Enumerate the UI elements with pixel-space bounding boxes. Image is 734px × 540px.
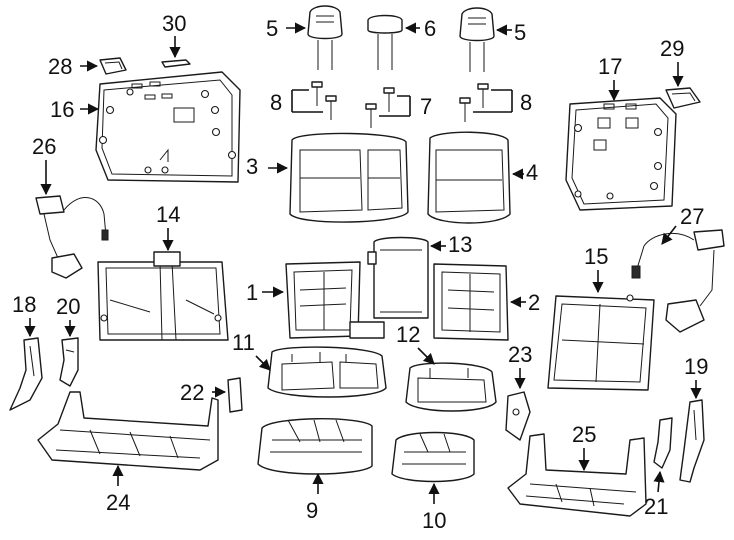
- part-21-bracket: [653, 417, 673, 469]
- callout-4: 4: [526, 160, 538, 185]
- callout-18: 18: [12, 292, 36, 317]
- part-10-seat-bottom: [391, 431, 475, 483]
- part-19-trim: [679, 399, 705, 483]
- callout-7: 7: [420, 94, 432, 119]
- part-29-pad: [665, 87, 701, 109]
- leader-11: [255, 355, 271, 371]
- part-9-seat-bottom: [257, 418, 373, 475]
- callout-13: 13: [448, 232, 472, 257]
- callout-22: 22: [180, 380, 204, 405]
- callout-8-right: 8: [520, 90, 532, 115]
- part-14-frame: [97, 251, 229, 341]
- part-22-cover: [227, 377, 243, 413]
- callout-2: 2: [528, 290, 540, 315]
- callout-29: 29: [660, 36, 684, 61]
- leader-8-left-bracket: [291, 89, 323, 113]
- part-4-back-cushion: [427, 131, 511, 224]
- callout-16: 16: [50, 97, 74, 122]
- part-25-seat-frame: [507, 433, 647, 517]
- part-28-pad: [99, 57, 127, 75]
- part-30-clip: [161, 59, 191, 68]
- callout-25: 25: [572, 422, 596, 447]
- callout-15: 15: [584, 244, 608, 269]
- part-20-bracket: [59, 337, 79, 387]
- callout-10: 10: [422, 508, 446, 533]
- part-12-seat-cushion: [405, 362, 497, 412]
- callout-5-right: 5: [514, 20, 526, 45]
- callout-26: 26: [32, 134, 56, 159]
- callout-8-left: 8: [270, 90, 282, 115]
- callout-1: 1: [246, 280, 258, 305]
- part-8-bolts-left: [311, 81, 337, 120]
- part-18-trim: [9, 337, 43, 411]
- callout-5-left: 5: [266, 16, 278, 41]
- leader-21: [653, 470, 665, 493]
- callout-24: 24: [106, 490, 130, 515]
- callout-30: 30: [162, 11, 186, 36]
- part-11-seat-cushion: [267, 346, 387, 398]
- part-24-seat-frame: [37, 391, 219, 471]
- callout-19: 19: [684, 354, 708, 379]
- callout-20: 20: [56, 294, 80, 319]
- part-6-headrest-center: [367, 14, 403, 70]
- part-8-bolts-right: [459, 83, 489, 122]
- callout-3: 3: [246, 154, 258, 179]
- part-27-harness: [631, 229, 725, 333]
- leader-7-bracket: [379, 95, 411, 117]
- callout-14: 14: [156, 202, 180, 227]
- part-15-frame: [547, 294, 655, 391]
- callout-21: 21: [644, 494, 668, 519]
- callout-12: 12: [396, 322, 420, 347]
- callout-17: 17: [598, 54, 622, 79]
- part-13-armrest: [367, 236, 429, 319]
- callout-27: 27: [680, 204, 704, 229]
- part-3-back-cushion: [289, 132, 409, 223]
- callout-6: 6: [424, 16, 436, 41]
- part-5-headrest-left: [307, 5, 343, 70]
- part-23-latch: [505, 391, 531, 441]
- part-5-headrest-right: [459, 7, 495, 72]
- part-2-back-frame: [433, 263, 509, 341]
- callout-23: 23: [508, 342, 532, 367]
- callout-28: 28: [48, 54, 72, 79]
- leader-27: [661, 225, 677, 245]
- leader-12: [417, 347, 435, 365]
- part-16-back-panel: [95, 71, 241, 183]
- part-1-back-frame: [285, 261, 385, 339]
- callout-9: 9: [306, 498, 318, 523]
- callout-11: 11: [232, 330, 255, 355]
- part-26-harness: [35, 195, 109, 279]
- part-17-back-panel: [565, 97, 677, 211]
- leader-8-right-bracket: [473, 89, 513, 113]
- part-7-bolts-center: [365, 87, 395, 128]
